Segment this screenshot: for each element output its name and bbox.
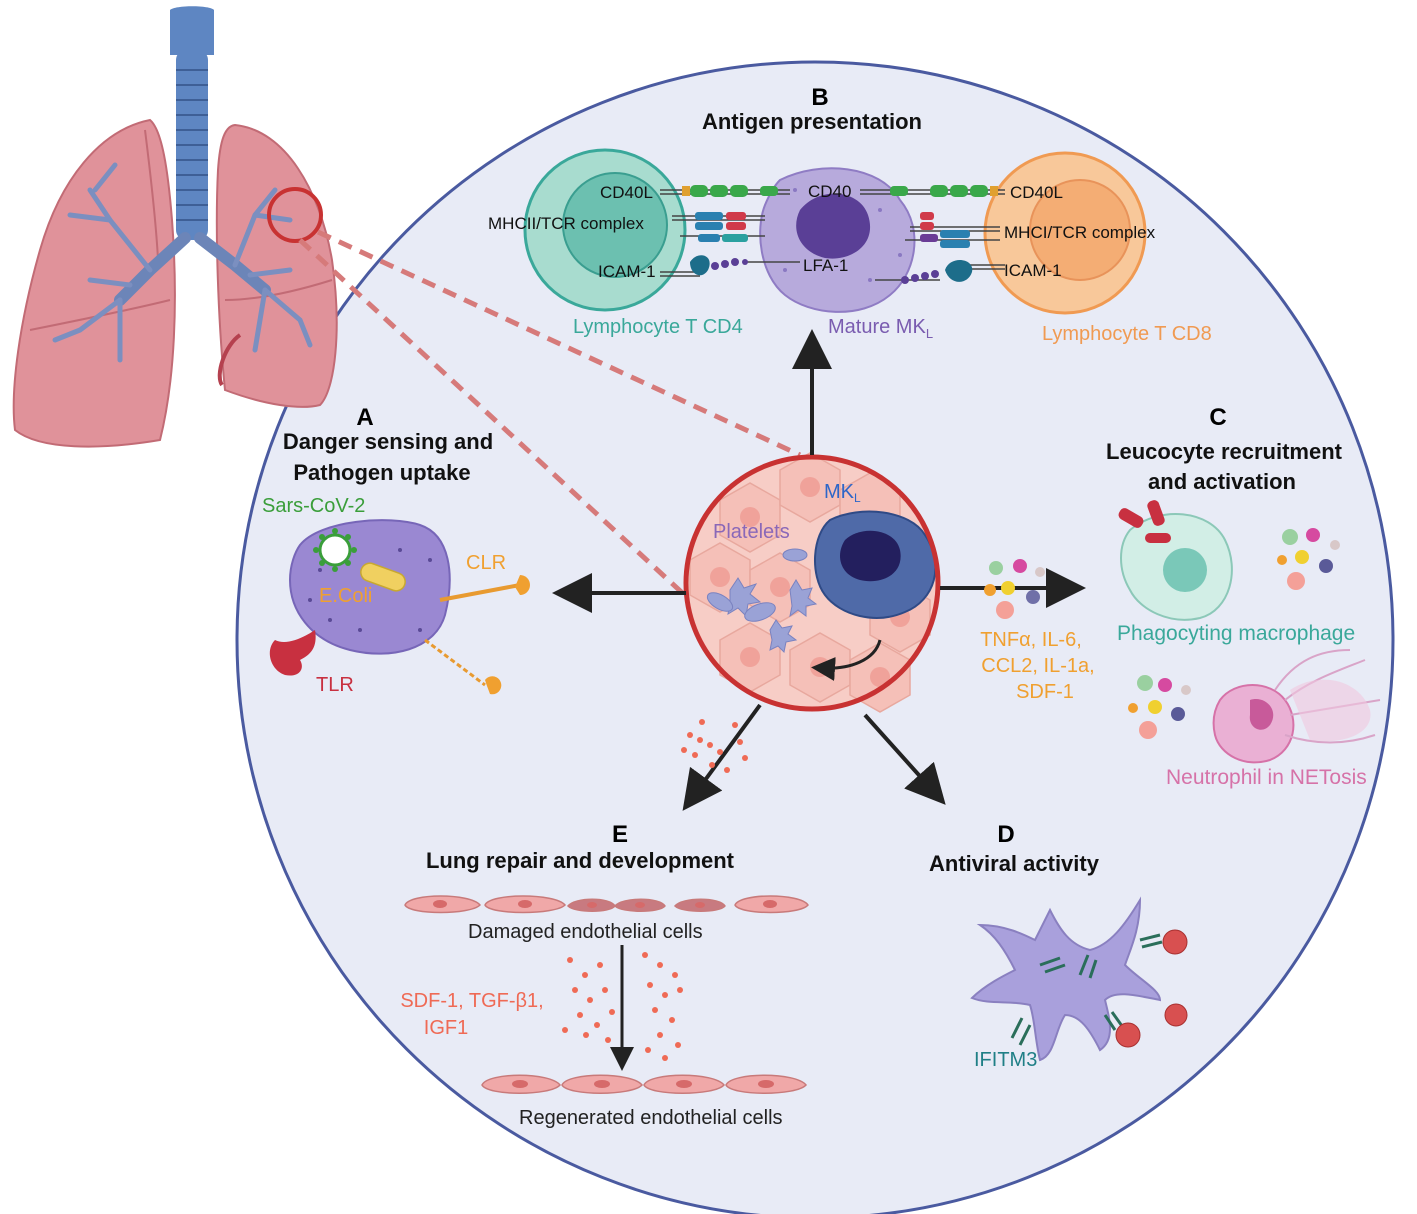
label-icam1-right: ICAM-1 — [1004, 261, 1062, 280]
label-cd40: CD40 — [808, 182, 851, 201]
label-phagocyting-macrophage: Phagocyting macrophage — [1117, 622, 1355, 645]
label-lymphocyte-cd4: Lymphocyte T CD4 — [573, 316, 743, 338]
center-mk-panel: MKL Platelets — [683, 452, 941, 713]
panel-a-title-line1: Danger sensing and — [283, 429, 493, 454]
label-cd40l-left: CD40L — [600, 183, 653, 202]
panel-c-title-line1: Leucocyte recruitment — [1106, 439, 1343, 464]
label-mature-mk: Mature MKL — [828, 316, 933, 341]
panel-e-letter: E — [612, 821, 628, 848]
label-mhcii-tcr: MHCII/TCR complex — [488, 214, 644, 233]
label-factors-line1: SDF-1, TGF-β1, — [400, 990, 543, 1012]
label-factors-line2: IGF1 — [424, 1017, 468, 1039]
label-cytokines-line1: TNFα, IL-6, — [980, 629, 1082, 651]
panel-a: A Danger sensing and Pathogen uptake Sar… — [262, 404, 530, 696]
label-cytokines-line3: SDF-1 — [1016, 681, 1074, 703]
zoom-line-top — [316, 229, 802, 458]
panel-d-letter: D — [997, 821, 1014, 848]
label-mhci-tcr: MHCI/TCR complex — [1004, 223, 1156, 242]
label-clr: CLR — [466, 552, 506, 574]
label-ifitm3: IFITM3 — [974, 1049, 1037, 1071]
panel-e-title: Lung repair and development — [426, 848, 735, 873]
label-e-coli: E.Coli — [319, 585, 372, 607]
label-platelets: Platelets — [713, 521, 790, 543]
panel-c-title-line2: and activation — [1148, 469, 1296, 494]
label-tlr: TLR — [316, 674, 354, 696]
panel-c-letter: C — [1209, 404, 1226, 431]
center-ring — [683, 454, 941, 712]
antiviral-platelet-cell — [970, 896, 1162, 1062]
panel-d: D Antiviral activity IFITM3 — [929, 821, 1188, 1071]
zoom-line-bottom — [298, 238, 692, 602]
label-regenerated-cells: Regenerated endothelial cells — [519, 1107, 783, 1129]
panel-a-letter: A — [356, 404, 373, 431]
panel-b-title: Antigen presentation — [702, 109, 922, 134]
label-damaged-cells: Damaged endothelial cells — [468, 921, 703, 943]
panel-c: C Leucocyte recruitment and activation P… — [980, 404, 1381, 789]
panel-b: B Antigen presentation — [488, 84, 1212, 345]
label-lfa1: LFA-1 — [803, 256, 848, 275]
label-lymphocyte-cd8: Lymphocyte T CD8 — [1042, 323, 1212, 345]
label-cd40l-right: CD40L — [1010, 183, 1063, 202]
panel-b-letter: B — [811, 84, 828, 111]
label-mk-center: MKL — [824, 481, 861, 505]
lung-zoom-marker — [267, 187, 323, 243]
arrow-to-d — [863, 713, 946, 805]
label-icam1-left: ICAM-1 — [598, 262, 656, 281]
panel-d-title: Antiviral activity — [929, 851, 1100, 876]
label-cytokines-line2: CCL2, IL-1a, — [981, 655, 1094, 677]
arrow-to-e — [682, 703, 762, 811]
lungs-illustration — [12, 6, 338, 448]
label-neutrophil-netosis: Neutrophil in NETosis — [1166, 766, 1367, 789]
panel-e: E Lung repair and development Damaged en… — [400, 719, 809, 1129]
label-sars-cov-2: Sars-CoV-2 — [262, 495, 365, 517]
panel-a-title-line2: Pathogen uptake — [293, 460, 470, 485]
